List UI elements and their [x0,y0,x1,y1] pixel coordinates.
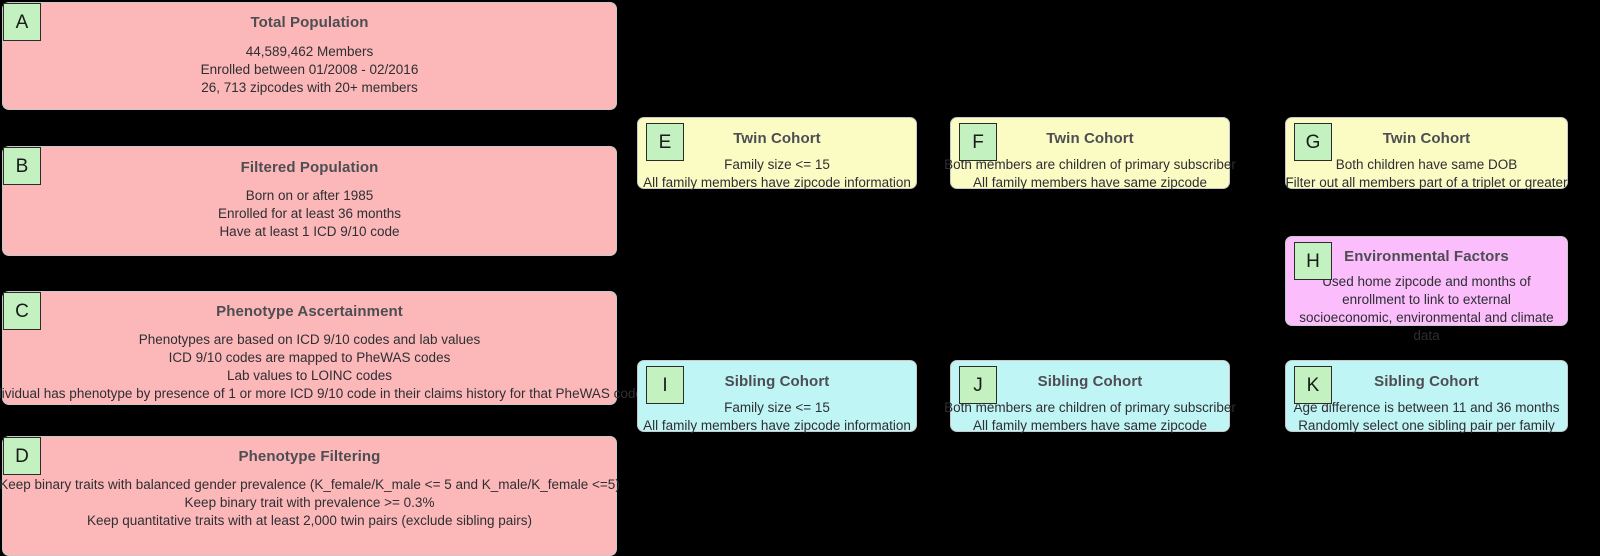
box-badge-h: H [1294,242,1332,280]
box-lines-f: Both members are children of primary sub… [931,156,1249,192]
flow-box-g-twin-cohort: G Twin Cohort Both children have same DO… [1285,117,1568,190]
box-lines-k: Age difference is between 11 and 36 mont… [1266,399,1587,435]
box-badge-b: B [3,147,41,185]
box-line: Used home zipcode and months of enrollme… [1299,274,1554,343]
box-badge-k: K [1294,366,1332,404]
box-lines-d: Keep binary traits with balanced gender … [0,476,636,530]
box-line: 44,589,462 Members [245,44,374,59]
box-line: Keep binary trait with prevalence >= 0.3… [184,495,435,510]
box-badge-e: E [646,123,684,161]
box-title-b: Filtered Population [240,159,379,176]
flow-box-c-phenotype-ascertainment: C Phenotype Ascertainment Phenotypes are… [0,291,643,405]
box-line: Keep quantitative traits with at least 2… [87,513,532,528]
flow-box-k-sibling-cohort: K Sibling Cohort Age difference is betwe… [1285,360,1568,433]
box-title-f: Twin Cohort [1046,130,1134,147]
box-title-a: Total Population [250,14,369,31]
box-line: Randomly select one sibling pair per fam… [1298,418,1555,433]
box-lines-c: Phenotypes are based on ICD 9/10 codes a… [0,331,643,403]
box-title-j: Sibling Cohort [1037,373,1143,390]
box-badge-f: F [959,123,997,161]
box-badge-a: A [3,3,41,41]
box-badge-d: D [3,437,41,475]
box-line: All family members have zipcode informat… [643,418,911,433]
box-line: Family size <= 15 [724,157,830,172]
box-line: Age difference is between 11 and 36 mont… [1293,400,1560,415]
box-line: 26, 713 zipcodes with 20+ members [201,80,418,95]
box-line: Keep binary traits with balanced gender … [0,477,620,492]
box-line: All family members have zipcode informat… [643,175,911,190]
box-line: Enrolled for at least 36 months [217,206,402,221]
box-line: Have at least 1 ICD 9/10 code [219,224,400,239]
box-lines-e: Family size <= 15 All family members have… [618,156,936,192]
flow-box-i-sibling-cohort: I Sibling Cohort Family size <= 15 All fa… [637,360,917,433]
flow-box-b-filtered-population: B Filtered Population Born on or after 1… [2,146,617,256]
box-badge-i: I [646,366,684,404]
box-badge-j: J [959,366,997,404]
box-title-i: Sibling Cohort [724,373,830,390]
box-line: Both members are children of primary sub… [944,157,1236,172]
box-badge-g: G [1294,123,1332,161]
flow-box-j-sibling-cohort: J Sibling Cohort Both members are childr… [944,360,1236,433]
box-line: Lab values to LOINC codes [226,368,393,383]
box-line: Born on or after 1985 [245,188,374,203]
box-line: All family members have same zipcode [972,418,1208,433]
box-title-c: Phenotype Ascertainment [216,303,403,320]
box-badge-c: C [3,292,41,330]
box-line: Family size <= 15 [724,400,830,415]
box-line: Both members are children of primary sub… [944,400,1236,415]
box-title-e: Twin Cohort [733,130,821,147]
box-line: ICD 9/10 codes are mapped to PheWAS code… [168,350,451,365]
box-lines-i: Family size <= 15 All family members have… [618,399,936,435]
box-lines-g: Both children have same DOB Filter out al… [1266,156,1587,192]
flow-box-h-environmental-factors: H Environmental Factors Used home zipcod… [1285,236,1568,343]
flow-box-f-twin-cohort: F Twin Cohort Both members are children … [944,117,1236,190]
box-title-d: Phenotype Filtering [238,448,381,465]
flow-box-e-twin-cohort: E Twin Cohort Family size <= 15 All famil… [637,117,917,190]
box-lines-h: Used home zipcode and months of enrollme… [1294,273,1559,345]
box-line: Individual has phenotype by presence of … [0,386,643,401]
box-title-h: Environmental Factors [1344,248,1509,265]
box-title-g: Twin Cohort [1382,130,1471,147]
box-line: Phenotypes are based on ICD 9/10 codes a… [138,332,481,347]
box-lines-j: Both members are children of primary sub… [931,399,1249,435]
box-line: Filter out all members part of a triplet… [1285,175,1568,190]
box-line: Enrolled between 01/2008 - 02/2016 [200,62,419,77]
box-line: Both children have same DOB [1335,157,1518,172]
box-title-k: Sibling Cohort [1374,373,1479,390]
box-line: All family members have same zipcode [972,175,1208,190]
flow-box-d-phenotype-filtering: D Phenotype Filtering Keep binary traits… [0,436,620,556]
